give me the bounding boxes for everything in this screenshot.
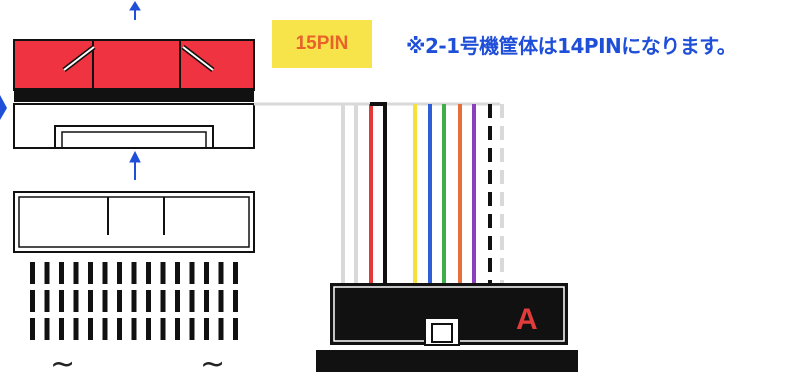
- pin: [44, 262, 50, 284]
- pin: [73, 290, 79, 312]
- pin: [233, 290, 238, 312]
- pin: [189, 318, 195, 340]
- side-arrow-icon: [0, 95, 7, 120]
- pin: [189, 262, 195, 284]
- pin: [160, 318, 166, 340]
- pin: [131, 290, 137, 312]
- wiring-diagram: [0, 1, 578, 372]
- pin: [233, 318, 238, 340]
- pin: [131, 262, 137, 284]
- pin: [218, 262, 224, 284]
- pin: [160, 290, 166, 312]
- pin: [218, 318, 224, 340]
- pin-count-badge: 15PIN: [272, 20, 372, 68]
- pin: [59, 262, 64, 284]
- pin: [146, 262, 151, 284]
- pin: [88, 318, 93, 340]
- pin: [204, 318, 209, 340]
- connector-a-label: A: [516, 303, 538, 336]
- connector-a-housing: [316, 283, 578, 372]
- pin: [204, 262, 209, 284]
- pin: [131, 318, 137, 340]
- pin: [59, 318, 64, 340]
- pin: [189, 290, 195, 312]
- pin: [30, 262, 35, 284]
- red-connector-housing: [13, 39, 255, 102]
- pin: [88, 262, 93, 284]
- pin: [204, 290, 209, 312]
- pin: [30, 290, 35, 312]
- pin: [30, 318, 35, 340]
- pin: [117, 290, 122, 312]
- pin: [146, 290, 151, 312]
- pin: [73, 318, 79, 340]
- model-note: ※2-1号機筐体は14PINになります。: [406, 34, 737, 58]
- white-connector-body: [13, 103, 255, 149]
- pin-rows: [30, 262, 238, 340]
- pin: [44, 290, 50, 312]
- pin: [117, 262, 122, 284]
- pin: [175, 262, 180, 284]
- pin: [175, 290, 180, 312]
- pin-count-label: 15PIN: [295, 33, 349, 54]
- pin: [175, 318, 180, 340]
- pin: [160, 262, 166, 284]
- wave-symbol-left: ~: [50, 347, 76, 382]
- wire-bundle: [341, 102, 504, 283]
- pin: [73, 262, 79, 284]
- pin: [88, 290, 93, 312]
- pin: [102, 290, 108, 312]
- wave-symbol-right: ~: [200, 347, 226, 382]
- pin: [102, 262, 108, 284]
- pin: [59, 290, 64, 312]
- up-arrow-icon: [129, 1, 141, 20]
- pin: [218, 290, 224, 312]
- pin: [44, 318, 50, 340]
- lower-connector: [13, 191, 255, 253]
- pin: [233, 262, 238, 284]
- up-arrow-icon-2: [129, 150, 141, 180]
- pin: [117, 318, 122, 340]
- pin: [146, 318, 151, 340]
- pin: [102, 318, 108, 340]
